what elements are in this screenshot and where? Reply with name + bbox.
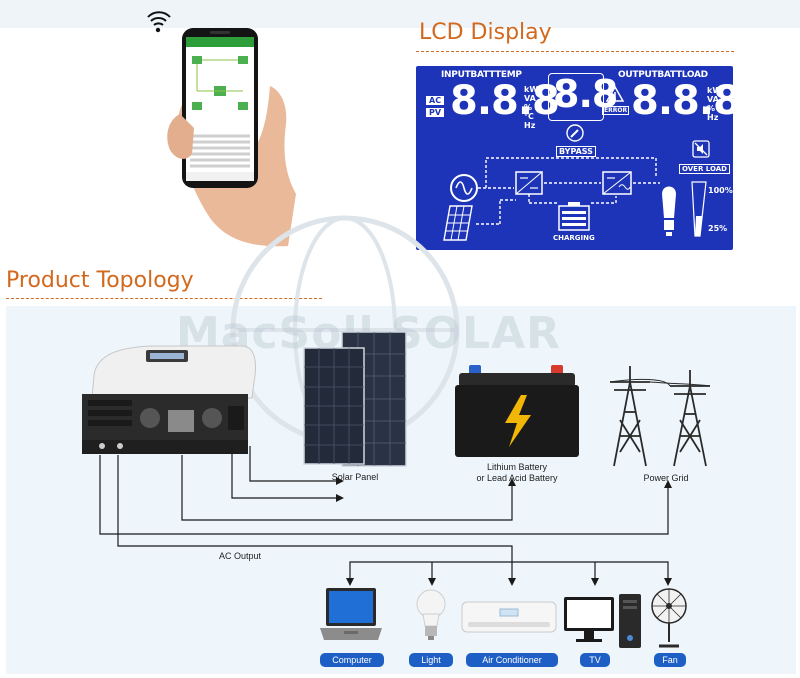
lcd-left-units: kW VA % °C Hz (524, 85, 538, 130)
unit-kw: kW (524, 85, 539, 94)
lcd-heading: LCD Display (419, 20, 552, 45)
inverter-icon (602, 171, 632, 195)
lcd-input-header: INPUTBATTTEMP (441, 70, 522, 80)
wrench-icon (566, 124, 584, 142)
battery-illustration (455, 365, 579, 457)
unit-va-right: VA (707, 95, 719, 104)
computer-tower-icon (619, 594, 641, 648)
lcd-center-frame (548, 73, 604, 121)
lcd-center-digits: 8.8 (553, 72, 618, 116)
ac-source-icon (450, 174, 478, 202)
device-label-tv: TV (580, 653, 610, 667)
power-grid-caption: Power Grid (643, 473, 689, 483)
lcd-bypass-label: BYPASS (556, 146, 596, 157)
battery-icon (558, 202, 590, 231)
power-grid-illustration (609, 366, 711, 467)
lcd-flow-diagram (443, 157, 707, 241)
wifi-icon (147, 11, 171, 33)
load-level-bar (691, 181, 707, 237)
unit-percent: % (524, 103, 533, 112)
unit-hz-right: Hz (707, 113, 719, 122)
unit-percent-right: % (707, 104, 716, 113)
lcd-load-25: 25% (708, 224, 728, 233)
lcd-error-label: ERROR (602, 106, 630, 115)
device-label-fan: Fan (654, 653, 686, 667)
topology-heading-rule (6, 298, 322, 299)
load-bulb-icon (662, 186, 676, 236)
lcd-ac-badge: AC (426, 96, 445, 105)
lcd-overload-label: OVER LOAD (679, 164, 730, 174)
light-bulb-icon (416, 589, 446, 640)
warning-icon (605, 85, 625, 102)
battery-caption-1: Lithium Battery (486, 462, 548, 472)
topology-heading: Product Topology (6, 268, 194, 293)
lcd-flow-lines (476, 157, 660, 225)
unit-celsius: °C (524, 112, 534, 121)
lcd-heading-rule (416, 51, 734, 52)
lcd-load-100: 100% (708, 186, 733, 195)
device-label-air-conditioner: Air Conditioner (466, 653, 558, 667)
computer-icon (320, 588, 382, 640)
lcd-charging-label: CHARGING (553, 234, 595, 242)
air-conditioner-icon (461, 601, 557, 633)
lcd-right-digits: 8.8.8 (631, 78, 741, 124)
lightning-bolt-icon (505, 395, 531, 447)
lcd-right-units: kW VA % Hz (707, 86, 721, 122)
solar-panel-caption: Solar Panel (331, 472, 379, 482)
lcd-left-digits: 8.8.8 (450, 78, 560, 124)
hybrid-inverter-illustration (82, 345, 256, 454)
mute-icon (692, 140, 710, 158)
smartphone-app-illustration (147, 11, 296, 247)
fan-icon (651, 588, 687, 648)
device-label-computer: Computer (320, 653, 384, 667)
lcd-pv-badge: PV (426, 108, 445, 117)
ac-output-label: AC Output (218, 551, 262, 561)
battery-caption-2: or Lead Acid Battery (476, 473, 558, 483)
tv-icon (564, 597, 614, 642)
device-label-light: Light (409, 653, 453, 667)
solar-pv-icon (443, 205, 473, 241)
lcd-output-header: OUTPUTBATTLOAD (618, 70, 708, 80)
top-band (0, 0, 800, 28)
unit-kw-right: kW (707, 86, 722, 95)
solar-panel-illustration (303, 331, 407, 467)
lcd-panel: INPUTBATTTEMP OUTPUTBATTLOAD AC PV 8.8.8… (416, 66, 741, 250)
unit-va: VA (524, 94, 536, 103)
unit-hz: Hz (524, 121, 536, 130)
